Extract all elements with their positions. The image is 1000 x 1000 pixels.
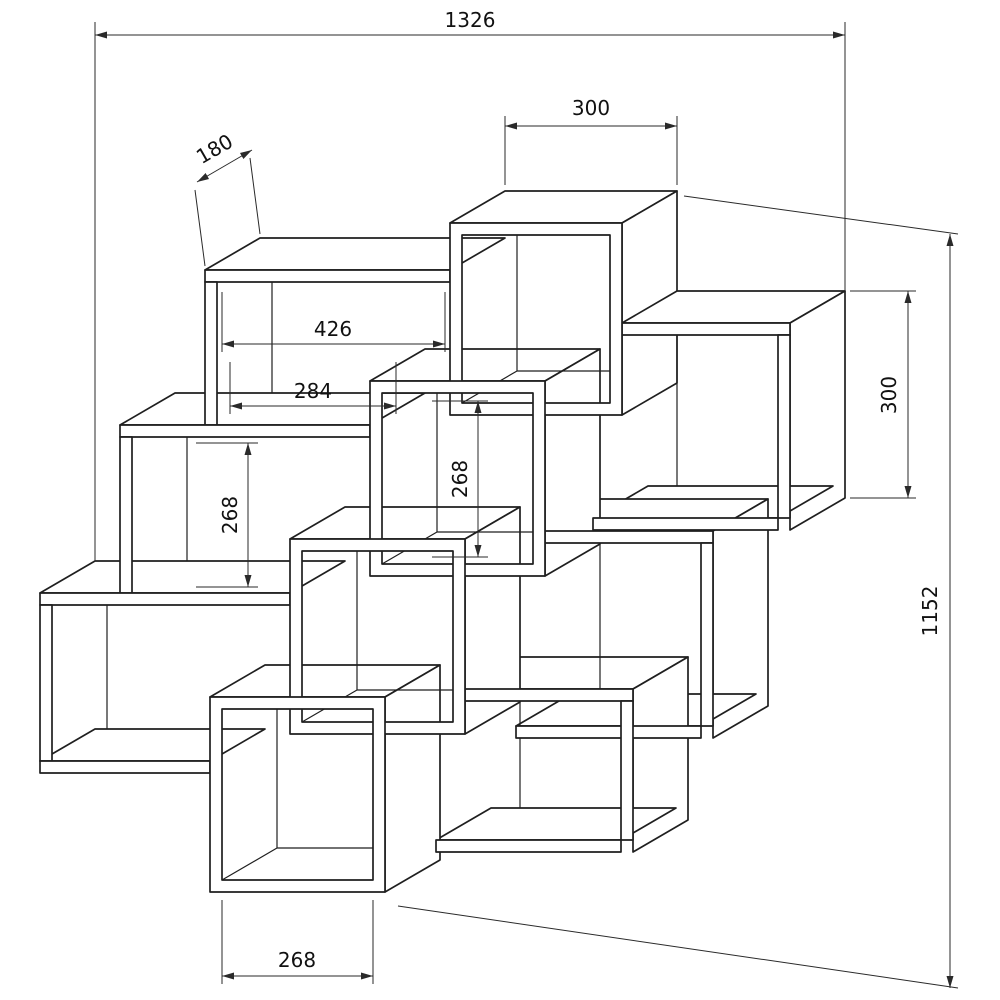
dim-center-cube-height-label: 268 [448, 460, 472, 498]
dim-bottom-cube-width-label: 268 [278, 948, 316, 972]
dim-total-width-extensions [94, 22, 846, 561]
dim-total-height-extensions [397, 195, 959, 989]
compartment-back-edges [106, 282, 678, 808]
dim-right-compartment-height-label: 300 [877, 376, 901, 414]
left-shelf-2-board [119, 424, 371, 438]
right-panel-2 [700, 542, 714, 727]
right-shelf-3-top-board [464, 688, 634, 702]
left-panel-3 [39, 604, 53, 762]
dim-total-height-label: 1152 [918, 586, 942, 637]
dim-top-cube-width-label: 300 [572, 96, 610, 120]
dimension-annotations: 1326 300 180 426 284 268 268 300 1152 [94, 8, 959, 989]
dim-inner-width-2-label: 284 [294, 379, 332, 403]
cube-top-front-frame [449, 222, 623, 416]
cube-upper-middle-front-frame [369, 380, 546, 577]
cube-bottom-front-frame [209, 696, 386, 893]
right-shelf-1-top-board [621, 322, 791, 336]
left-panel-2 [119, 436, 133, 594]
right-shelf-1-bottom-board [592, 517, 779, 531]
cube-bottom-interior-lines [221, 709, 373, 881]
left-shelf-1-board [204, 269, 451, 283]
left-shelf-4-board-top-face [39, 728, 266, 762]
right-shelf-2-bottom-board [515, 725, 702, 739]
right-shelf-3-bottom-board [435, 839, 622, 853]
right-panel-3 [620, 700, 634, 841]
left-shelf-3-board [39, 592, 291, 606]
shelf-unit-depth-faces [39, 190, 846, 893]
cube-lower-middle-front-frame [289, 538, 466, 735]
right-shelf-2-top-board [544, 530, 714, 544]
left-panel-1 [204, 281, 218, 426]
right-panel-1 [777, 334, 791, 519]
left-shelf-4-board [39, 760, 211, 774]
dim-left-compartment-height-label: 268 [218, 496, 242, 534]
shelf-unit-front-faces [39, 222, 791, 893]
dim-depth-line [196, 149, 253, 183]
dim-bottom-cube-width-extensions [221, 900, 374, 984]
shelf-unit-interior-lines [106, 235, 678, 881]
dim-upper-shelf-width-label: 426 [314, 317, 352, 341]
cube-bottom-right-face [384, 664, 441, 893]
dim-total-width-label: 1326 [445, 8, 496, 32]
